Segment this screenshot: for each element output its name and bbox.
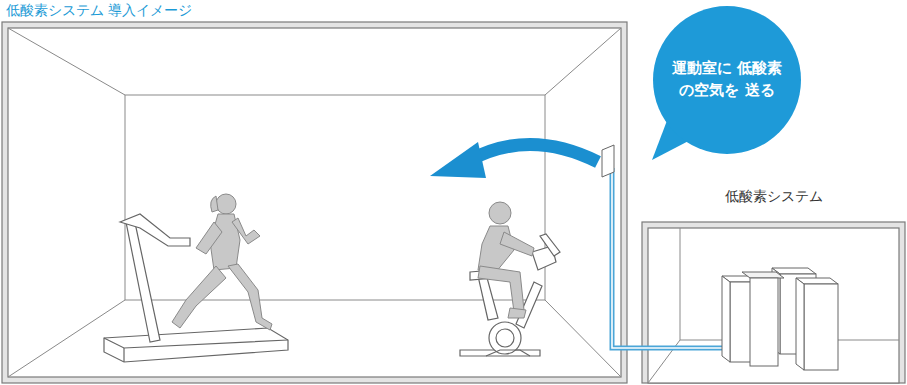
system-room-inner [648,228,899,383]
system-box: 低酸素システム [642,188,905,383]
diagram-title: 低酸素システム 導入イメージ [6,2,192,20]
room-inner [8,28,621,377]
room-frame [2,22,627,383]
perspective-lines [8,28,621,377]
airflow-arrowhead [430,142,486,178]
system-room-lines [648,228,899,383]
runner [172,194,272,330]
callout-text: 運動室に 低酸素の空気を 送る [667,58,787,102]
low-oxygen-units [722,268,838,370]
system-room-frame [642,222,905,383]
air-pipe [612,168,728,348]
treadmill [104,214,288,362]
airflow-arrow [470,144,598,162]
system-label: 低酸素システム [642,188,905,206]
air-pipe-core [612,168,728,348]
callout-bubble: 運動室に 低酸素の空気を 送る [653,6,801,154]
callout-circle [653,6,801,154]
air-vent [602,145,614,177]
cyclist [478,202,534,318]
